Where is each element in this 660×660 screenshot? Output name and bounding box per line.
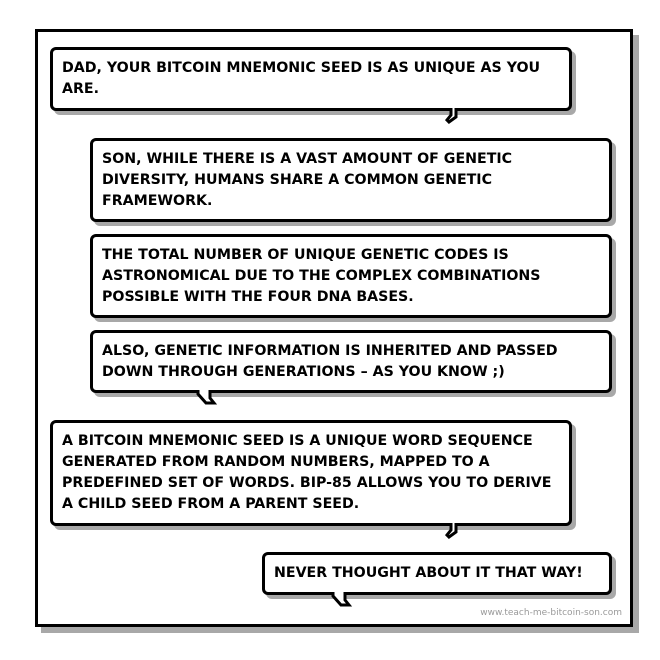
speech-bubble-4: ALSO, GENETIC INFORMATION IS INHERITED A… [90, 330, 612, 393]
bubble-text: ALSO, GENETIC INFORMATION IS INHERITED A… [102, 343, 558, 380]
speech-tail-icon [444, 523, 458, 539]
watermark: www.teach-me-bitcoin-son.com [480, 608, 622, 618]
bubble-text: NEVER THOUGHT ABOUT IT THAT WAY! [274, 565, 583, 581]
speech-bubble-2: SON, WHILE THERE IS A VAST AMOUNT OF GEN… [90, 138, 612, 222]
speech-bubble-3: THE TOTAL NUMBER OF UNIQUE GENETIC CODES… [90, 234, 612, 318]
speech-bubble-5: A BITCOIN MNEMONIC SEED IS A UNIQUE WORD… [50, 420, 572, 526]
speech-tail-icon [331, 592, 353, 607]
bubble-text: THE TOTAL NUMBER OF UNIQUE GENETIC CODES… [102, 247, 541, 305]
bubble-text: DAD, YOUR BITCOIN MNEMONIC SEED IS AS UN… [62, 60, 541, 97]
speech-tail-icon [444, 108, 458, 124]
bubble-text: A BITCOIN MNEMONIC SEED IS A UNIQUE WORD… [62, 433, 552, 512]
bubble-text: SON, WHILE THERE IS A VAST AMOUNT OF GEN… [102, 151, 513, 209]
speech-bubble-6: NEVER THOUGHT ABOUT IT THAT WAY! [262, 552, 612, 595]
speech-tail-icon [196, 390, 218, 405]
speech-bubble-1: DAD, YOUR BITCOIN MNEMONIC SEED IS AS UN… [50, 47, 572, 111]
comic-panel: DAD, YOUR BITCOIN MNEMONIC SEED IS AS UN… [35, 29, 633, 627]
